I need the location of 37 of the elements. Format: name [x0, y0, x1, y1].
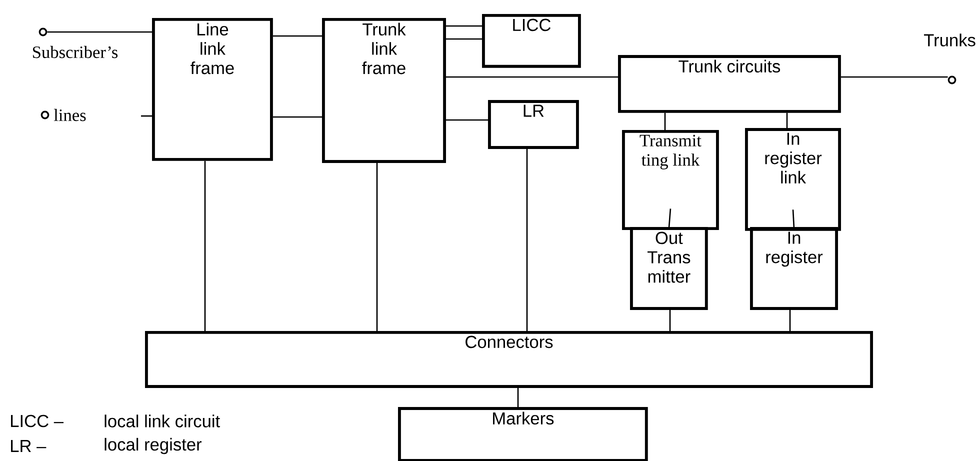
- definition-label: local link circuit: [104, 414, 220, 428]
- block-box: Markers: [398, 407, 648, 461]
- block-box: Transmit ting link: [622, 130, 719, 230]
- abbreviation-label: LICC –: [11, 414, 64, 428]
- connector-line: [376, 162, 378, 331]
- connector-line: [786, 112, 788, 128]
- connector-line: [840, 76, 948, 78]
- connector-line: [792, 210, 795, 228]
- connector-line: [446, 76, 618, 78]
- connector-line: [526, 148, 528, 331]
- connector-line: [141, 115, 152, 117]
- terminal-label: Trunks: [924, 34, 976, 46]
- block-box: LICC: [482, 14, 581, 68]
- connector-line: [789, 310, 791, 331]
- terminal-label: lines: [54, 108, 86, 122]
- block-box: LR: [488, 100, 579, 149]
- connector-line: [272, 35, 322, 37]
- block-box: In register: [750, 227, 838, 310]
- block-box: In register link: [745, 128, 841, 231]
- connector-line: [668, 208, 672, 228]
- connector-line: [664, 112, 666, 130]
- terminal-label: Subscriber’s: [32, 46, 118, 58]
- connector-line: [47, 31, 152, 33]
- block-box: Line link frame: [152, 18, 273, 161]
- block-box: Trunk link frame: [322, 18, 446, 163]
- abbreviation-label: LR –: [11, 440, 46, 452]
- block-box: Trunk circuits: [618, 55, 841, 113]
- connector-line: [669, 310, 671, 331]
- connector-line: [272, 116, 322, 118]
- connector-line: [446, 38, 482, 40]
- connector-line: [517, 388, 519, 407]
- block-box: Connectors: [145, 331, 873, 388]
- connector-line: [446, 25, 482, 27]
- definition-label: local register: [104, 438, 202, 454]
- connector-line: [446, 119, 488, 121]
- block-box: Out Trans mitter: [630, 227, 708, 310]
- connector-line: [204, 160, 206, 331]
